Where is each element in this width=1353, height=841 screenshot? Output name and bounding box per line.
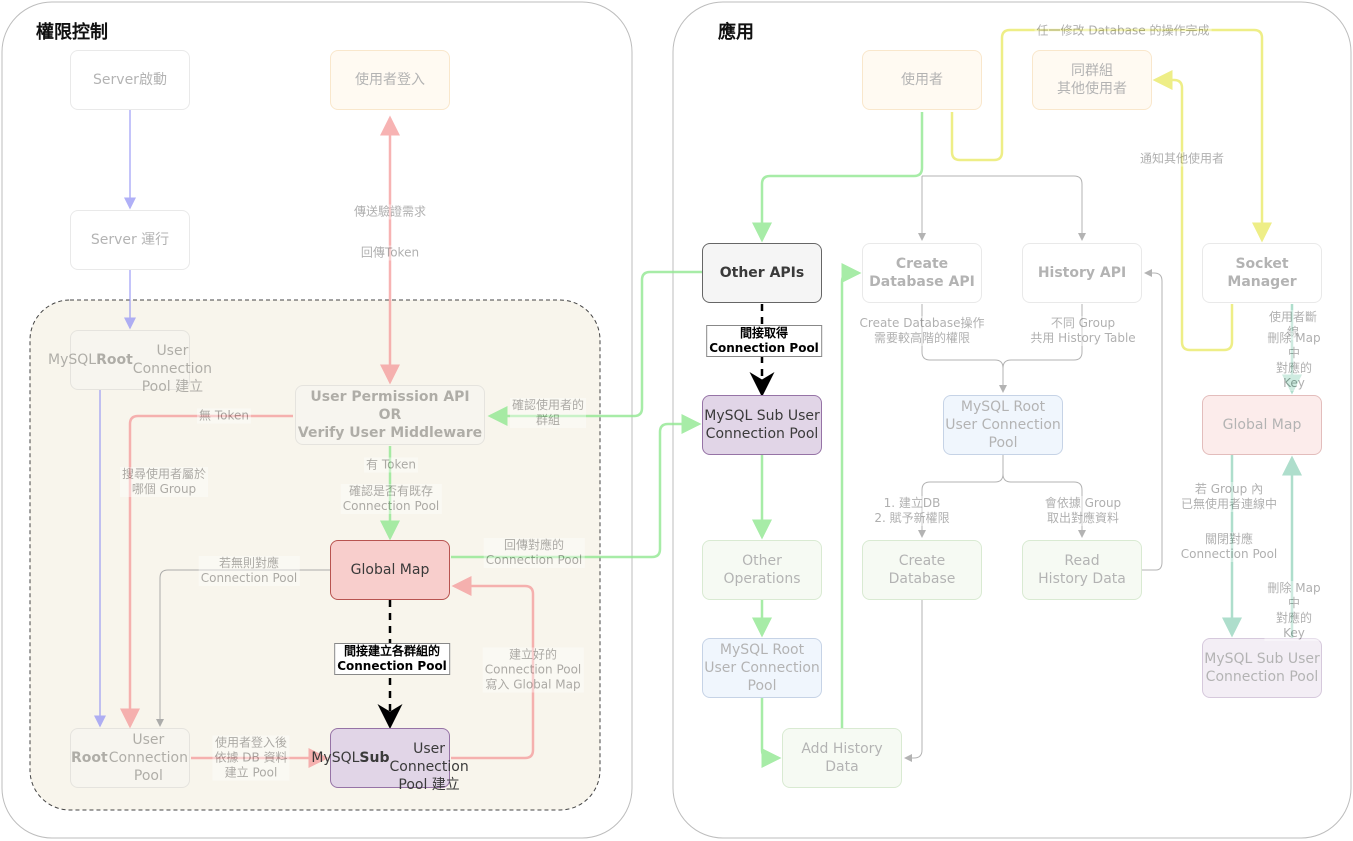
pool-region: [29, 299, 601, 811]
label-built-pool: 建立好的 Connection Pool 寫入 Global Map: [482, 647, 584, 693]
label-notify-others: 通知其他使用者: [1137, 151, 1227, 167]
node-user-login: 使用者登入: [330, 50, 450, 110]
label-has-token: 有 Token: [364, 457, 418, 473]
node-mysql-sub-setup: MySQL Sub User Connection Pool 建立: [311, 728, 469, 793]
label-login-build: 使用者登入後 依據 DB 資料 建立 Pool: [212, 735, 290, 781]
edge-add-to-createapi: [840, 263, 862, 728]
edge-createapi-to-rootmid: [921, 304, 1007, 393]
label-confirm-group: 確認使用者的 群組: [509, 398, 587, 428]
node-other-operations: Other Operations: [702, 540, 822, 600]
node-create-db-api: Create Database API: [862, 243, 982, 303]
node-mysql-sub-far: MySQL Sub User Connection Pool: [1202, 638, 1322, 698]
edge-no-token: [120, 414, 293, 729]
edge-modify-complete: [950, 28, 1272, 243]
node-socket-manager: Socket Manager: [1202, 243, 1322, 303]
node-global-map-right: Global Map: [1202, 395, 1322, 455]
label-return-token: 回傳Token: [358, 245, 422, 261]
label-return-pool: 回傳對應的 Connection Pool: [483, 538, 585, 568]
label-delete-key-2: 刪除 Map 中 對應的 Key: [1264, 581, 1324, 641]
node-root-user-pool: Root User Connection Pool: [70, 728, 190, 788]
label-by-group: 會依據 Group 取出對應資料: [1042, 496, 1124, 526]
label-indirect-build: 間接建立各群組的 Connection Pool: [334, 643, 450, 675]
edge-createdb-to-add: [904, 600, 923, 762]
edge-rootlow-to-add: [760, 698, 782, 768]
edge-user-to-otherapis: [752, 112, 924, 243]
node-mysql-root-low: MySQL Root User Connection Pool: [702, 638, 822, 698]
label-diff-group: 不同 Group 共用 History Table: [1028, 316, 1138, 346]
label-indirect-get: 間接取得 Connection Pool: [706, 325, 822, 357]
section-title-permission: 權限控制: [36, 22, 108, 43]
node-user: 使用者: [862, 50, 982, 110]
node-other-apis: Other APIs: [702, 243, 822, 303]
edge-historyapi-to-rootmid: [1002, 304, 1083, 369]
section-title-application: 應用: [718, 22, 754, 43]
node-mysql-sub-right: MySQL Sub User Connection Pool: [702, 395, 822, 455]
node-mysql-root-mid: MySQL Root User Connection Pool: [943, 395, 1063, 455]
node-global-map-left: Global Map: [330, 540, 450, 600]
node-add-history: Add History Data: [782, 728, 902, 788]
label-build-db: 1. 建立DB 2. 賦予新權限: [872, 496, 952, 526]
node-group-users: 同群組 其他使用者: [1032, 50, 1152, 110]
edge-readhistory-to-historyapi: [1142, 269, 1163, 571]
edge-rootmid-to-readhistory: [1002, 473, 1086, 538]
edge-sub-to-globalmap: [451, 576, 535, 760]
label-send-verify: 傳送驗證需求: [351, 204, 429, 220]
node-user-permission: User Permission API OR Verify User Middl…: [295, 385, 485, 445]
label-no-token: 無 Token: [197, 408, 251, 424]
node-server-start: Server啟動: [70, 50, 190, 110]
label-find-group: 搜尋使用者屬於 哪個 Group: [119, 467, 209, 497]
edge-globalmap-return-pool: [451, 414, 702, 559]
edge-notify-others: [1152, 70, 1234, 352]
node-create-database: Create Database: [862, 540, 982, 600]
node-history-api: History API: [1022, 243, 1142, 303]
edge-otherapis-confirm-group: [487, 270, 702, 426]
edge-rootmid-to-createdb: [918, 455, 1004, 538]
node-read-history: Read History Data: [1022, 540, 1142, 600]
label-create-db-perm: Create Database操作 需要較高階的權限: [857, 316, 987, 346]
label-close-pool: 關閉對應 Connection Pool: [1178, 532, 1280, 562]
label-any-modify: 任一修改 Database 的操作完成: [1034, 23, 1212, 39]
edge-no-pool: [156, 569, 330, 727]
edge-user-to-historyapi: [922, 175, 1086, 241]
node-server-running: Server 運行: [70, 210, 190, 270]
label-user-disconnect: 使用者斷線: [1263, 310, 1323, 340]
label-delete-key-1: 刪除 Map 中 對應的 Key: [1264, 331, 1324, 391]
label-no-pool: 若無則對應 Connection Pool: [198, 556, 300, 586]
node-mysql-root-setup: MySQL Root User Connection Pool 建立: [48, 330, 212, 395]
label-if-group-none: 若 Group 內 已無使用者連線中: [1178, 482, 1280, 512]
label-confirm-pool: 確認是否有既存 Connection Pool: [340, 484, 442, 514]
